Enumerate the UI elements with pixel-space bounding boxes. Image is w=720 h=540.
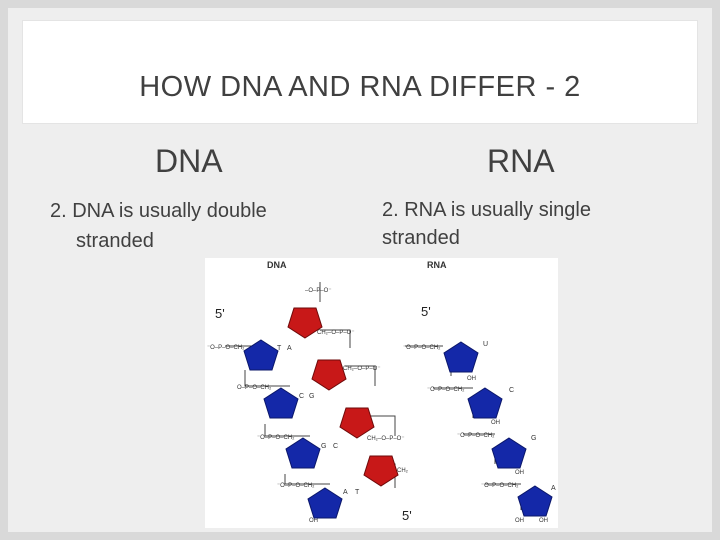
dna-text-line-1: 2. DNA is usually double [50, 200, 267, 222]
svg-text:C: C [333, 443, 338, 450]
svg-text:⁻O–P–O–CH₂: ⁻O–P–O–CH₂ [207, 345, 245, 351]
svg-text:A: A [551, 485, 556, 492]
svg-text:⁻O–P–O–CH₂: ⁻O–P–O–CH₂ [403, 345, 441, 351]
svg-text:C: C [299, 393, 304, 400]
svg-text:G: G [309, 393, 314, 400]
svg-text:T: T [355, 489, 360, 496]
svg-text:C: C [509, 387, 514, 394]
svg-text:CH₂–O–P–O⁻: CH₂–O–P–O⁻ [317, 330, 355, 336]
svg-text:OH: OH [539, 518, 548, 524]
svg-text:OH: OH [515, 518, 524, 524]
slide-title: HOW DNA AND RNA DIFFER - 2 [139, 71, 581, 103]
dna-rna-structure-image: DNA RNA 5' 5' 5' ⁻O–P–O–CH₂ O–P–O–CH₂ ⁻O… [205, 258, 558, 528]
svg-text:OH: OH [515, 470, 524, 476]
svg-text:⁻O–P–O–CH₂: ⁻O–P–O–CH₂ [277, 483, 315, 489]
svg-text:OH: OH [491, 420, 500, 426]
dna-left-backbone [225, 345, 331, 502]
rna-bases: U C G A [483, 341, 556, 492]
dna-five-prime-end-label: 5' [402, 508, 412, 523]
svg-text:U: U [483, 341, 488, 348]
svg-text:⁻O–P–O–CH₂: ⁻O–P–O–CH₂ [481, 483, 519, 489]
dna-phosphate-groups: ⁻O–P–O–CH₂ O–P–O–CH₂ ⁻O–P–O–CH₂ ⁻O–P–O–C… [207, 288, 409, 524]
svg-text:⁻O–P–O–CH₂: ⁻O–P–O–CH₂ [427, 387, 465, 393]
structure-diagram: DNA RNA 5' 5' 5' ⁻O–P–O–CH₂ O–P–O–CH₂ ⁻O… [207, 260, 556, 524]
dna-five-prime-label: 5' [215, 306, 225, 321]
svg-text:A: A [343, 489, 348, 496]
svg-text:CH₂–O–P–O⁻: CH₂–O–P–O⁻ [367, 436, 405, 442]
rna-heading: RNA [487, 143, 555, 179]
rna-label: RNA [427, 260, 447, 270]
svg-text:CH₂–O–P–O⁻: CH₂–O–P–O⁻ [343, 366, 381, 372]
svg-text:⁻O–P–O–CH₂: ⁻O–P–O–CH₂ [257, 435, 295, 441]
svg-text:A: A [287, 345, 292, 352]
dna-text: 2. DNA is usually double stranded [50, 196, 267, 256]
rna-phosphate-groups: ⁻O–P–O–CH₂ ⁻O–P–O–CH₂ ⁻O–P–O–CH₂ ⁻O–P–O–… [403, 345, 548, 524]
svg-text:⁻O–P–O–CH₂: ⁻O–P–O–CH₂ [457, 433, 495, 439]
dna-right-backbone [319, 282, 396, 488]
svg-text:–O–P–O⁻: –O–P–O⁻ [305, 288, 332, 294]
rna-five-prime-label: 5' [421, 304, 431, 319]
dna-label: DNA [267, 260, 287, 270]
svg-text:OH: OH [467, 376, 476, 382]
title-box: HOW DNA AND RNA DIFFER - 2 [22, 20, 698, 124]
dna-text-line-2: stranded [76, 230, 154, 252]
svg-text:CH₂: CH₂ [397, 468, 409, 474]
rna-text: 2. RNA is usually single stranded [382, 196, 591, 252]
rna-text-line-2: stranded [382, 227, 460, 249]
svg-text:T: T [277, 345, 282, 352]
svg-text:O–P–O–CH₂: O–P–O–CH₂ [237, 385, 272, 391]
svg-text:G: G [321, 443, 326, 450]
svg-text:G: G [531, 435, 536, 442]
dna-heading: DNA [155, 143, 223, 179]
svg-text:OH: OH [309, 518, 318, 524]
rna-text-line-1: 2. RNA is usually single [382, 199, 591, 221]
rna-blue-sugars [443, 341, 553, 517]
